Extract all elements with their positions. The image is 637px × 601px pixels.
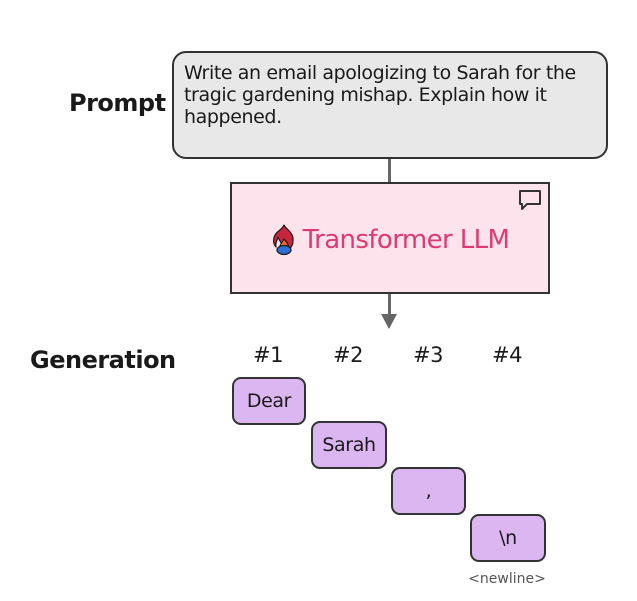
token-box: \n <box>470 514 546 562</box>
generation-label: Generation <box>30 346 176 374</box>
prompt-box: Write an email apologizing to Sarah for … <box>172 51 608 159</box>
arrow-down-icon <box>381 314 397 329</box>
token-box: , <box>391 467 466 515</box>
step-index: #1 <box>253 343 283 367</box>
step-index: #3 <box>413 343 443 367</box>
prompt-line: tragic gardening mishap. Explain how it <box>184 84 547 106</box>
model-header: Transformer LLM <box>232 224 548 256</box>
token-box: Sarah <box>311 421 387 469</box>
step-index: #2 <box>333 343 363 367</box>
prompt-line: happened. <box>184 106 282 128</box>
model-to-generation-connector <box>388 294 391 316</box>
token-box: Dear <box>232 377 306 425</box>
prompt-label: Prompt <box>69 89 166 117</box>
model-title: Transformer LLM <box>302 225 510 255</box>
prompt-to-model-connector <box>388 159 391 182</box>
chat-bubble-icon <box>519 190 541 210</box>
flame-logo-icon <box>272 224 294 256</box>
prompt-line: Write an email apologizing to Sarah for … <box>184 62 576 84</box>
step-index: #4 <box>492 343 522 367</box>
token-note: <newline> <box>468 571 546 587</box>
transformer-llm-box: Transformer LLM <box>230 182 550 294</box>
